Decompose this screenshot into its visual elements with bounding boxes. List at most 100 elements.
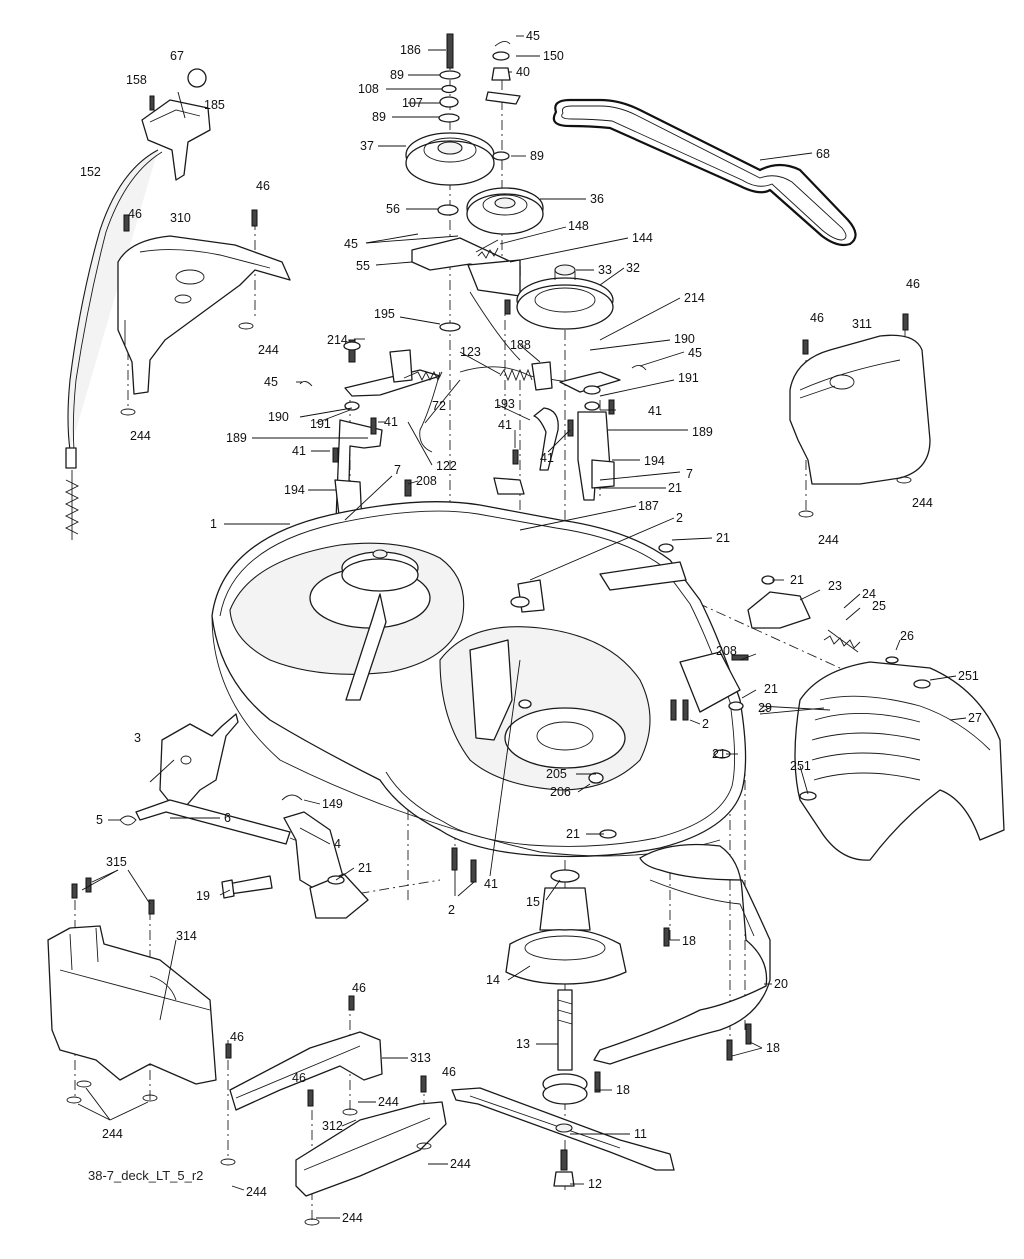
callout-244a: 244: [258, 343, 279, 357]
callout-15: 15: [526, 895, 540, 909]
callout-89c: 89: [530, 149, 544, 163]
callout-244g: 244: [450, 1157, 471, 1171]
callout-244i: 244: [342, 1211, 363, 1225]
drive-belt: [552, 98, 857, 247]
callout-214b: 214: [327, 333, 348, 347]
callout-190b: 190: [268, 410, 289, 424]
callout-41f: 41: [484, 877, 498, 891]
callout-205: 205: [546, 767, 567, 781]
callout-68: 68: [816, 147, 830, 161]
callout-194b: 194: [284, 483, 305, 497]
callout-7b: 7: [686, 467, 693, 481]
callout-36: 36: [590, 192, 604, 206]
callout-46d: 46: [810, 311, 824, 325]
idler-arm-bracket: [411, 237, 521, 315]
callout-314: 314: [176, 929, 197, 943]
callout-315: 315: [106, 855, 127, 869]
callout-149: 149: [322, 797, 343, 811]
discharge-chute: [747, 591, 1005, 861]
callout-11: 11: [634, 1127, 647, 1141]
callout-41b: 41: [384, 415, 398, 429]
callout-41e: 41: [540, 451, 554, 465]
callout-244h: 244: [246, 1185, 267, 1199]
callout-244c: 244: [912, 496, 933, 510]
callout-150: 150: [543, 49, 564, 63]
callout-158: 158: [126, 73, 147, 87]
callout-45b: 45: [344, 237, 358, 251]
callout-45c: 45: [688, 346, 702, 360]
drive-pulley: [516, 264, 614, 330]
callout-244f: 244: [102, 1127, 123, 1141]
callout-21d: 21: [764, 682, 778, 696]
callout-251a: 251: [958, 669, 979, 683]
front-hanger-bracket: [119, 713, 369, 919]
callout-6: 6: [224, 811, 231, 825]
callout-45a: 45: [526, 29, 540, 43]
callout-46h: 46: [292, 1071, 306, 1085]
callout-29: 29: [758, 701, 772, 715]
callout-251b: 251: [790, 759, 811, 773]
callout-20: 20: [774, 977, 788, 991]
callout-55: 55: [356, 259, 370, 273]
callout-312: 312: [322, 1119, 343, 1133]
mower-deck: [211, 501, 747, 858]
callout-193: 193: [494, 397, 515, 411]
callout-2b: 2: [702, 717, 709, 731]
callout-46b: 46: [128, 207, 142, 221]
callout-89b: 89: [372, 110, 386, 124]
callout-18a: 18: [682, 934, 696, 948]
callout-3: 3: [134, 731, 141, 745]
belt-guard-left: [117, 209, 291, 416]
callout-72: 72: [432, 399, 446, 413]
callout-89a: 89: [390, 68, 404, 82]
callout-107: 107: [402, 96, 423, 110]
callout-46e: 46: [352, 981, 366, 995]
callout-19: 19: [196, 889, 210, 903]
callout-108: 108: [358, 82, 379, 96]
callout-208a: 208: [416, 474, 437, 488]
callout-244e: 244: [378, 1095, 399, 1109]
callout-191a: 191: [678, 371, 699, 385]
callout-46a: 46: [256, 179, 270, 193]
callout-148: 148: [568, 219, 589, 233]
callout-185: 185: [204, 98, 225, 112]
callout-56: 56: [386, 202, 400, 216]
callout-41c: 41: [498, 418, 512, 432]
callout-23: 23: [828, 579, 842, 593]
callout-144: 144: [632, 231, 653, 245]
callout-1: 1: [210, 517, 217, 531]
callout-122: 122: [436, 459, 457, 473]
callout-leader-lines: [77, 35, 967, 1219]
callout-214a: 214: [684, 291, 705, 305]
callout-244b: 244: [130, 429, 151, 443]
callout-27: 27: [968, 711, 982, 725]
callout-188: 188: [510, 338, 531, 352]
callout-41d: 41: [292, 444, 306, 458]
callout-21e: 21: [712, 747, 726, 761]
deflector-shield-312: [220, 1075, 447, 1226]
callout-4: 4: [334, 837, 341, 851]
callout-24: 24: [862, 587, 876, 601]
tension-linkage: [299, 291, 647, 525]
callout-21b: 21: [716, 531, 730, 545]
callout-25: 25: [872, 599, 886, 613]
callout-311: 311: [852, 317, 872, 331]
callout-189b: 189: [692, 425, 713, 439]
belt-cover: [593, 843, 771, 1065]
callout-191b: 191: [310, 417, 331, 431]
belt-guard-right: [789, 313, 931, 518]
callout-195: 195: [374, 307, 395, 321]
callout-123: 123: [460, 345, 481, 359]
callout-labels: 186 45 150 67 89 40 158 108 185 107 89 3…: [80, 29, 982, 1225]
callout-21f: 21: [566, 827, 580, 841]
callout-33: 33: [598, 263, 612, 277]
callout-244d: 244: [818, 533, 839, 547]
callout-32: 32: [626, 261, 640, 275]
callout-46g: 46: [442, 1065, 456, 1079]
callout-13: 13: [516, 1037, 530, 1051]
callout-189a: 189: [226, 431, 247, 445]
callout-40: 40: [516, 65, 530, 79]
callout-18b: 18: [766, 1041, 780, 1055]
callout-26: 26: [900, 629, 914, 643]
